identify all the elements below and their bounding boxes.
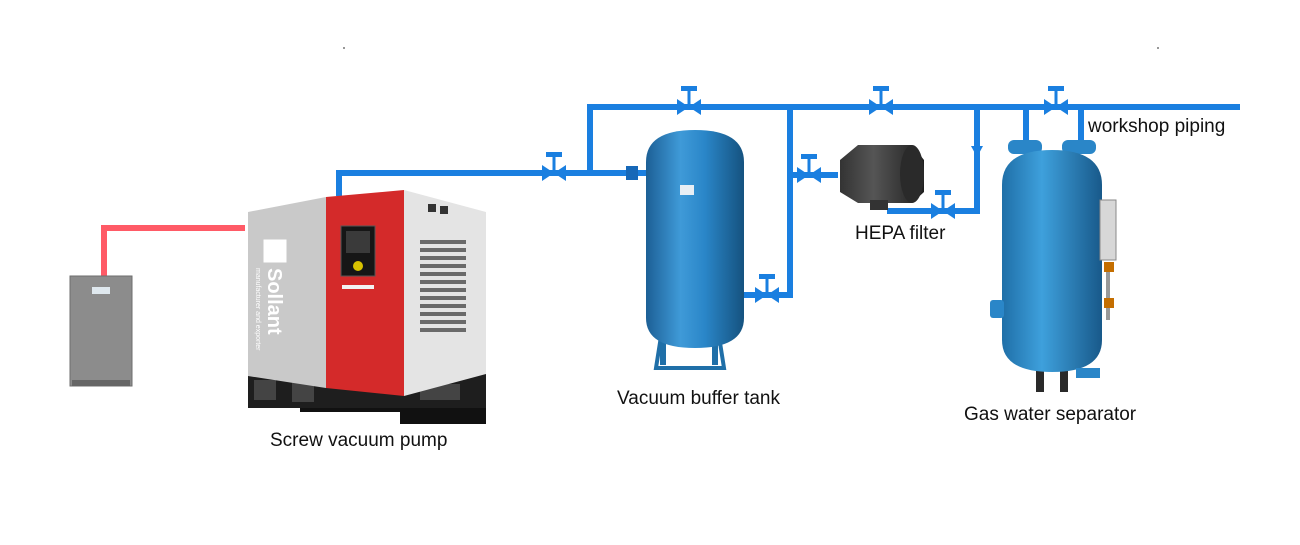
screw-vacuum-pump: Sollant manufacturer and exporter <box>248 190 486 424</box>
valve-icon <box>869 86 893 115</box>
pump-tagline: manufacturer and exporter <box>254 268 261 351</box>
pipe-fitting <box>626 166 638 180</box>
label-hepa-filter: HEPA filter <box>855 223 946 244</box>
valve-icon <box>797 154 821 183</box>
stray-dot <box>1157 47 1159 49</box>
label-workshop-piping: workshop piping <box>1088 116 1226 137</box>
label-gas-water-separator: Gas water separator <box>964 404 1137 425</box>
label-screw-vacuum-pump: Screw vacuum pump <box>270 430 448 451</box>
control-cabinet <box>69 275 133 387</box>
hepa-filter <box>840 145 924 210</box>
stray-dot <box>343 47 345 49</box>
valve-icon <box>1044 86 1068 115</box>
valve-icon <box>931 190 955 219</box>
valve-icon <box>542 152 566 181</box>
valve-icon <box>755 274 779 303</box>
valve-icon <box>677 86 701 115</box>
flow-arrow-icon <box>971 146 983 157</box>
vacuum-buffer-tank <box>646 130 744 370</box>
power-line <box>101 225 245 278</box>
label-vacuum-buffer-tank: Vacuum buffer tank <box>617 388 781 409</box>
pump-brand-text: Sollant <box>263 268 285 335</box>
pump-logo: Sollant manufacturer and exporter <box>254 239 287 351</box>
gas-water-separator <box>990 140 1117 392</box>
